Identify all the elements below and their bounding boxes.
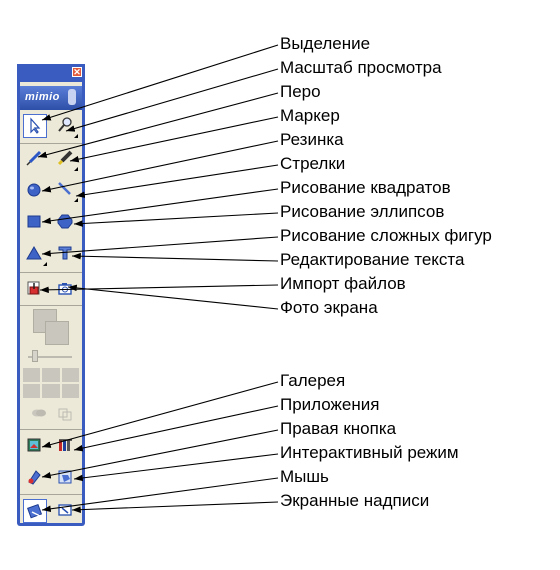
leader-interactive [73,453,279,482]
complex-shapes-tool-button[interactable] [23,242,47,266]
eraser-icon [27,183,41,197]
mouse-tool-button[interactable] [23,499,47,523]
toolbar-titlebar: ✕ [17,64,85,79]
applications-tool-button[interactable] [54,434,78,458]
label-applications: Приложения [280,395,380,414]
separator [20,272,82,273]
label-interactive: Интерактивный режим [280,443,459,462]
select-arrow-icon [30,117,41,134]
close-icon[interactable]: ✕ [72,67,82,77]
label-complex-shapes: Рисование сложных фигур [280,226,492,245]
label-text-edit: Редактирование текста [280,250,465,269]
leader-text-edit [71,252,279,262]
submenu-indicator [74,134,78,138]
leader-applications [73,405,279,452]
label-eraser: Резинка [280,130,344,149]
submenu-indicator [74,198,78,202]
label-import: Импорт файлов [280,274,406,293]
submenu-indicator [43,262,47,266]
triangle-icon [26,246,42,260]
rectangle-tool-button[interactable] [23,210,47,234]
marker-icon [57,150,73,166]
label-zoom: Масштаб просмотра [280,58,442,77]
label-marker: Маркер [280,106,340,125]
pen-tool-button[interactable] [23,147,47,171]
leader-screen-notes [71,501,279,513]
arrows-tool-button[interactable] [54,178,78,202]
label-select: Выделение [280,34,371,53]
import-icon [27,281,40,295]
logo-text: mimio [25,91,60,103]
right-button-tool-button[interactable] [23,466,47,490]
leader-marker [69,116,279,163]
right-button-icon [28,470,41,485]
label-mouse: Мышь [280,467,329,486]
zoom-tool-button[interactable] [54,114,78,138]
leader-arrows [75,164,279,198]
style-grid [23,368,79,398]
screenshot-tool-button[interactable] [54,277,78,301]
label-arrows: Стрелки [280,154,346,173]
separator [20,494,82,495]
label-rectangles: Рисование квадратов [280,178,451,197]
text-tool-button[interactable] [54,242,78,266]
fill-color-swatch [45,321,69,345]
applications-icon [59,439,72,451]
text-icon [58,246,72,260]
logo-hand-icon [68,89,76,105]
eraser-tool-button[interactable] [23,178,47,202]
separator [20,305,82,306]
mimio-logo: mimio [20,86,82,110]
label-right-button: Правая кнопка [280,419,397,438]
ellipse-icon [57,214,73,229]
mouse-icon [27,503,43,519]
label-screenshot: Фото экрана [280,298,378,317]
submenu-indicator [74,167,78,171]
interactive-tool-button[interactable] [54,466,78,490]
group-icon [32,409,46,417]
layers-icon [58,408,72,421]
import-tool-button[interactable] [23,277,47,301]
line-width-slider [28,356,72,358]
line-width-slider-knob [32,350,38,362]
gallery-icon [27,438,41,452]
pen-icon [26,150,42,166]
label-gallery: Галерея [280,371,346,390]
marker-tool-button[interactable] [54,147,78,171]
rectangle-icon [27,215,41,228]
select-tool-button[interactable] [23,114,47,138]
separator [20,143,82,144]
group-tool-button [28,402,52,426]
separator [20,429,82,430]
screen-notes-icon [58,504,72,516]
screen-notes-tool-button[interactable] [54,499,78,523]
ellipse-tool-button[interactable] [54,210,78,234]
interactive-icon [58,470,72,484]
zoom-icon [58,117,72,132]
layers-tool-button [54,402,78,426]
leader-zoom [65,68,279,132]
label-pen: Перо [280,82,321,101]
gallery-tool-button[interactable] [23,434,47,458]
leader-ellipses [73,212,279,227]
label-screen-notes: Экранные надписи [280,491,430,510]
arrow-line-icon [58,182,71,195]
leader-screenshot [67,284,279,310]
label-ellipses: Рисование эллипсов [280,202,445,221]
camera-icon [58,283,72,295]
